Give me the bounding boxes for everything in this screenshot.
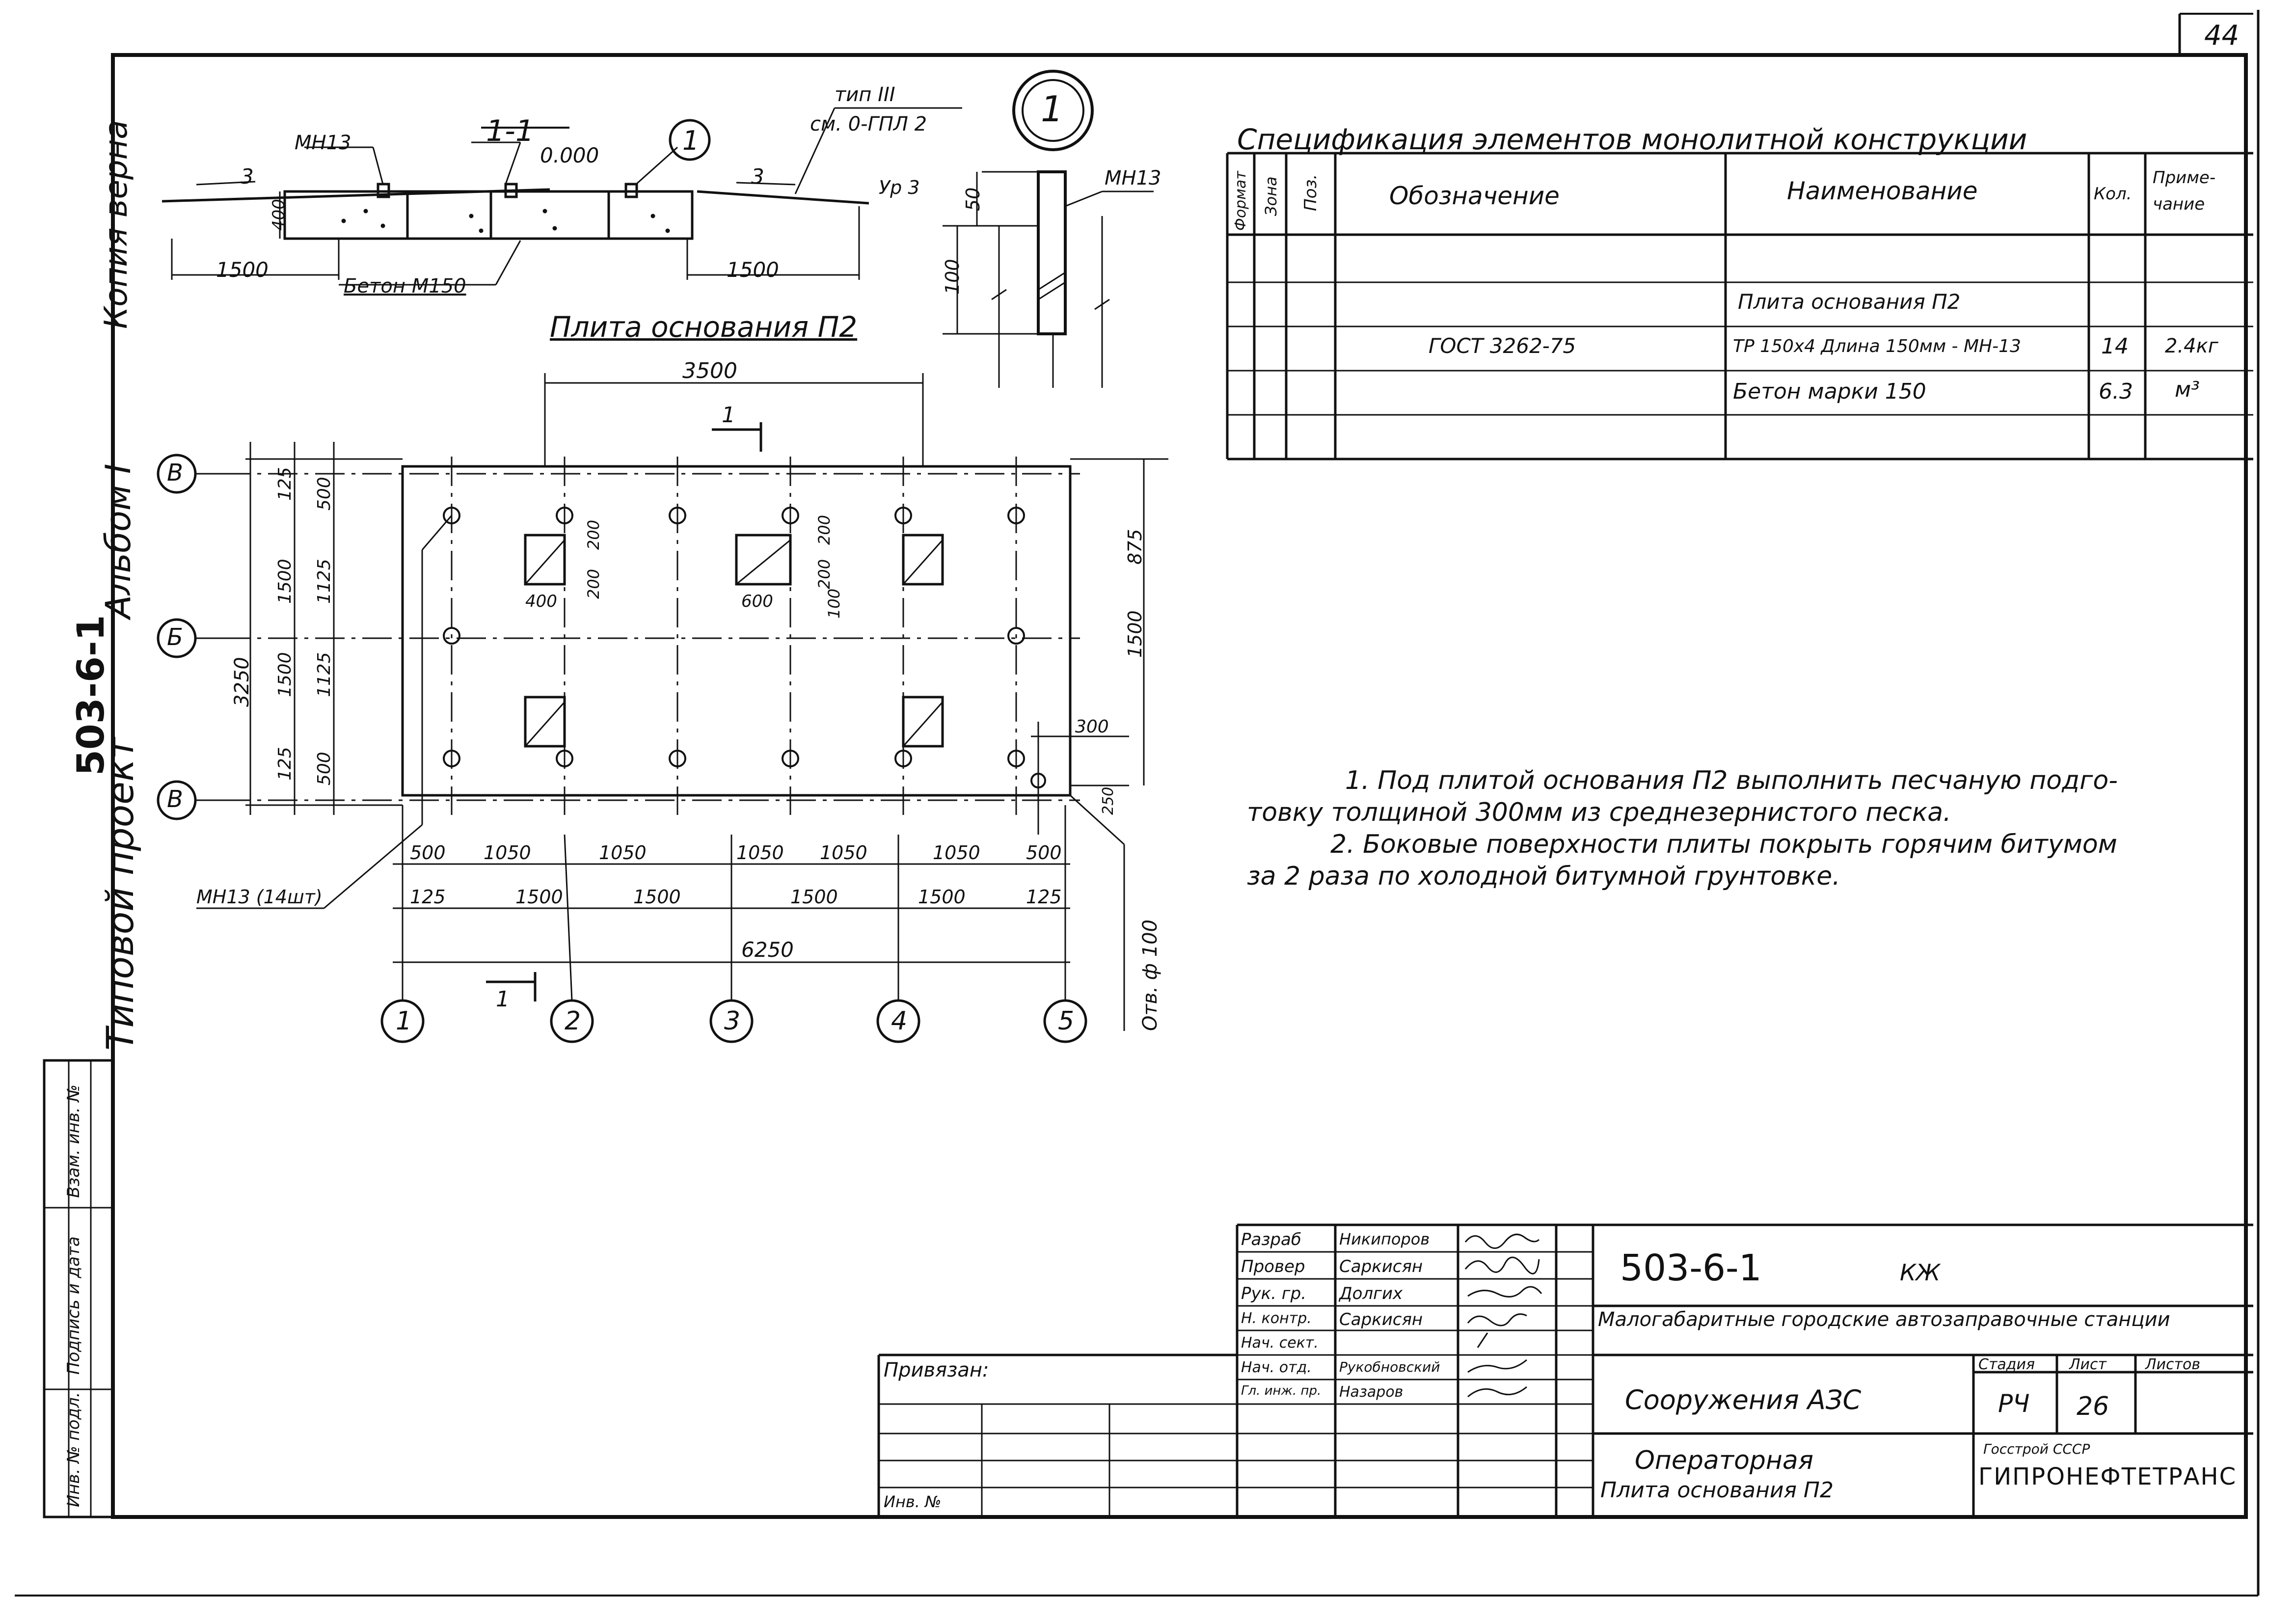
bottom-row2-4: 1500 xyxy=(790,886,838,908)
section-slope-tag: Ур 3 xyxy=(879,177,920,198)
section-callout-number: 1 xyxy=(682,125,700,156)
detail-embed-label: МН13 xyxy=(1105,167,1161,189)
tb-role-5: Нач. сект. xyxy=(1241,1334,1319,1352)
note-line-4: за 2 раза по холодной битумной грунтовке… xyxy=(1247,862,1840,891)
tb-inv-label: Инв. № xyxy=(884,1492,942,1511)
spec-row2-name: ТР 150х4 Длина 150мм - МН-13 xyxy=(1733,336,2021,356)
bottom-row1-4: 1050 xyxy=(736,842,784,864)
section-embed-label: МН13 xyxy=(295,132,351,154)
tb-role-6: Нач. отд. xyxy=(1241,1359,1312,1376)
section-width-left: 1500 xyxy=(216,258,269,282)
bottom-total: 6250 xyxy=(741,938,794,962)
bottom-row2-5: 1500 xyxy=(918,886,966,908)
detail-callout-number: 1 xyxy=(1041,88,1063,130)
tb-name-3: Долгих xyxy=(1339,1284,1403,1303)
section-concrete-label: Бетон М150 xyxy=(344,275,466,298)
tb-name-1: Никипоров xyxy=(1339,1230,1430,1248)
bottom-row2-1: 125 xyxy=(410,886,446,908)
tb-binding-label: Привязан: xyxy=(884,1359,989,1381)
tb-sheets-label: Листов xyxy=(2145,1356,2201,1373)
section-slope-right: 3 xyxy=(751,164,764,189)
section-type-note-2: см. 0-ГПЛ 2 xyxy=(810,113,927,135)
tb-role-2: Провер xyxy=(1241,1257,1305,1276)
spec-row3-note: м³ xyxy=(2175,377,2200,402)
bottom-row1-2: 1050 xyxy=(484,842,531,864)
note-line-3: 2. Боковые поверхности плиты покрыть гор… xyxy=(1330,830,2117,859)
tb-project-name: Малогабаритные городские автозаправочные… xyxy=(1598,1308,2170,1331)
spec-row2-note: 2.4кг xyxy=(2165,335,2218,357)
spec-header-designation: Обозначение xyxy=(1389,182,1560,210)
note-line-1: 1. Под плитой основания П2 выполнить пес… xyxy=(1345,766,2118,795)
bottom-row1-3: 1050 xyxy=(599,842,647,864)
plan-title: Плита основания П2 xyxy=(550,310,858,344)
section-type-note-1: тип III xyxy=(835,83,895,106)
section-title: 1-1 xyxy=(486,114,534,148)
tb-building: Сооружения АЗС xyxy=(1625,1384,1862,1415)
plan-section-mark-top: 1 xyxy=(722,403,735,428)
axis-col-5: 5 xyxy=(1058,1006,1075,1036)
bottom-row2-3: 1500 xyxy=(633,886,681,908)
spec-header-qty: Кол. xyxy=(2094,184,2132,204)
axis-col-2: 2 xyxy=(565,1006,581,1036)
axis-row-top: В xyxy=(167,459,183,487)
tb-doc-code: 503-6-1 xyxy=(1620,1247,1762,1289)
axis-col-1: 1 xyxy=(396,1006,412,1036)
tb-name-2: Саркисян xyxy=(1339,1257,1423,1276)
spec-row2-qty: 14 xyxy=(2101,334,2129,359)
tb-role-3: Рук. гр. xyxy=(1241,1284,1307,1303)
axis-col-4: 4 xyxy=(891,1006,908,1036)
tb-stage: РЧ xyxy=(1998,1389,2030,1418)
bottom-row2-6: 125 xyxy=(1026,886,1062,908)
section-elevation: 0.000 xyxy=(540,143,599,167)
tb-name-6: Рукобновский xyxy=(1339,1359,1440,1375)
spec-row2-designation: ГОСТ 3262-75 xyxy=(1429,334,1576,358)
section-width-right: 1500 xyxy=(727,258,779,282)
tb-sheet: 26 xyxy=(2077,1392,2109,1421)
bottom-row1-7: 500 xyxy=(1026,842,1062,864)
plan-dim-top: 3500 xyxy=(682,358,737,383)
tb-stage-label: Стадия xyxy=(1978,1356,2035,1373)
tb-role-4: Н. контр. xyxy=(1241,1310,1312,1327)
tb-doc-mark: КЖ xyxy=(1900,1259,1941,1286)
note-line-2: товку толщиной 300мм из среднезернистого… xyxy=(1247,798,1951,827)
tb-name-4: Саркисян xyxy=(1339,1310,1423,1329)
spec-row3-qty: 6.3 xyxy=(2099,379,2133,404)
tb-drawing-line2: Плита основания П2 xyxy=(1600,1478,1834,1503)
axis-row-bottom: В xyxy=(167,785,183,813)
spec-row1-name: Плита основания П2 xyxy=(1738,290,1961,314)
opening-dim-4: 600 xyxy=(741,592,773,611)
axis-col-3: 3 xyxy=(724,1006,741,1036)
tb-role-7: Гл. инж. пр. xyxy=(1241,1383,1322,1398)
tb-name-7: Назаров xyxy=(1339,1383,1404,1401)
spec-header-name: Наименование xyxy=(1787,177,1978,205)
spec-title: Спецификация элементов монолитной констр… xyxy=(1237,123,2027,156)
bottom-row2-2: 1500 xyxy=(515,886,563,908)
tb-role-1: Разраб xyxy=(1241,1230,1301,1249)
tb-org-line2: ГИПРОНЕФТЕТРАНС xyxy=(1978,1463,2237,1490)
embed-count-label: МН13 (14шт) xyxy=(196,886,323,908)
section-slope-left: 3 xyxy=(241,164,254,189)
opening-dim-3: 400 xyxy=(525,592,557,611)
tb-drawing-line1: Операторная xyxy=(1635,1446,1814,1475)
sheet-number: 44 xyxy=(2204,20,2240,52)
spec-row3-name: Бетон марки 150 xyxy=(1733,379,1926,404)
tb-org-line1: Госстрой СССР xyxy=(1983,1441,2090,1457)
plan-section-mark-bottom: 1 xyxy=(496,987,510,1012)
right-small-1: 300 xyxy=(1075,717,1109,737)
axis-row-mid: Б xyxy=(167,623,183,651)
bottom-row1-1: 500 xyxy=(410,842,446,864)
spec-header-note: Приме-чание xyxy=(2153,168,2216,214)
bottom-row1-5: 1050 xyxy=(820,842,867,864)
tb-sheet-label: Лист xyxy=(2069,1356,2107,1373)
bottom-row1-6: 1050 xyxy=(933,842,980,864)
